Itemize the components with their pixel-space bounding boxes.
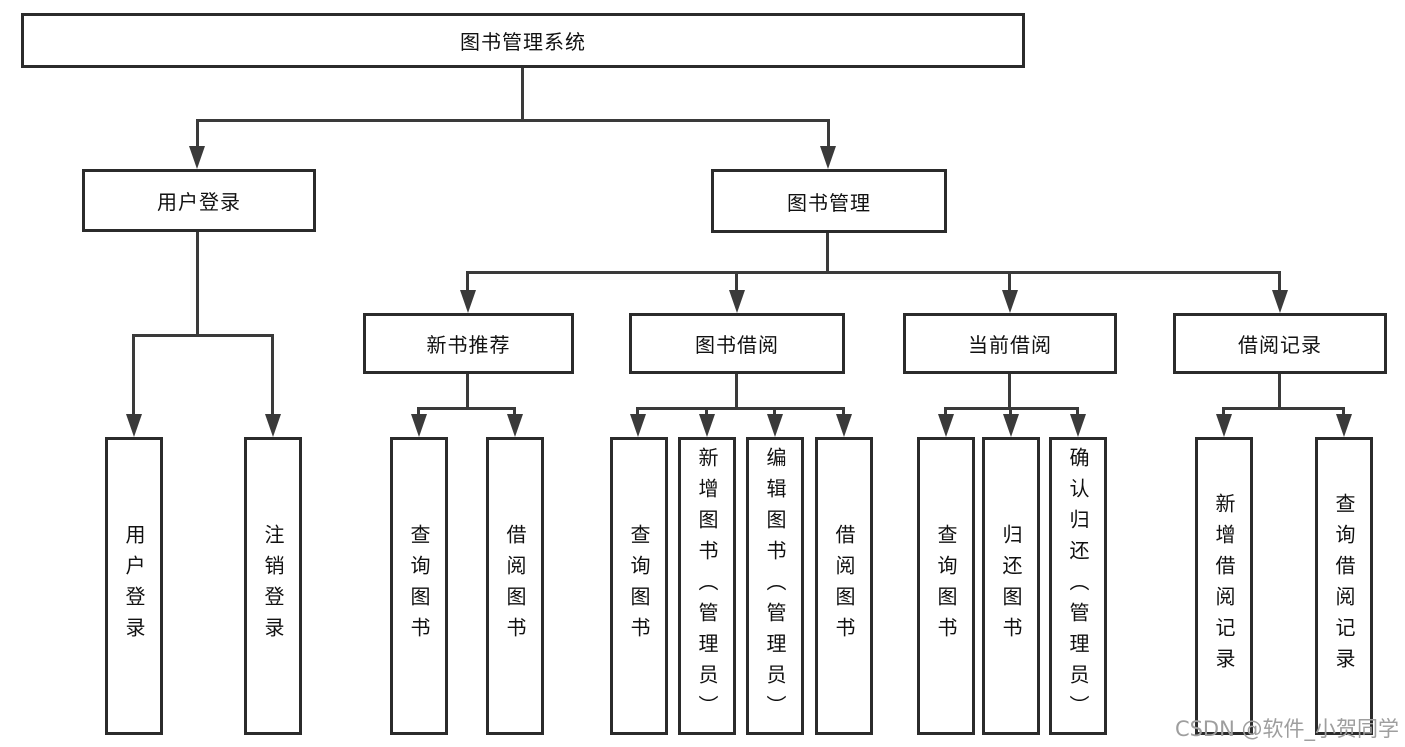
connector-line: [513, 407, 516, 417]
connector-line: [944, 407, 947, 417]
node-user-login: 用户登录: [82, 169, 316, 232]
connector-line: [417, 407, 420, 417]
leaf-cb-return-books-label: 归还图书: [999, 524, 1023, 648]
connector-line: [466, 271, 1281, 274]
node-root-label: 图书管理系统: [460, 30, 586, 54]
connector-line: [1009, 407, 1012, 417]
leaf-br-query-record: 查询借阅记录: [1315, 437, 1373, 735]
leaf-bb-query-books: 查询图书: [610, 437, 668, 735]
leaf-br-add-record-label: 新增借阅记录: [1212, 493, 1236, 679]
node-book-management-label: 图书管理: [787, 190, 871, 215]
connector-line: [466, 372, 469, 410]
arrowhead-down-icon: [507, 414, 523, 437]
leaf-br-query-record-label: 查询借阅记录: [1332, 493, 1356, 679]
connector-line: [826, 231, 829, 274]
leaf-bb-edit-books: 编辑图书（管理员）: [746, 437, 804, 735]
node-current-borrow-label: 当前借阅: [968, 333, 1052, 357]
connector-line: [1342, 407, 1345, 417]
connector-line: [1076, 407, 1079, 417]
leaf-nbr-query-books: 查询图书: [390, 437, 448, 735]
leaf-cb-confirm-return: 确认归还（管理员）: [1049, 437, 1107, 735]
leaf-nbr-query-books-label: 查询图书: [407, 524, 431, 648]
node-book-management: 图书管理: [711, 169, 947, 233]
leaf-bb-add-books-label: 新增图书（管理员）: [695, 446, 719, 726]
connector-line: [196, 230, 199, 336]
connector-line: [735, 271, 738, 293]
arrowhead-down-icon: [1336, 414, 1352, 437]
leaf-bb-borrow-books-label: 借阅图书: [832, 524, 856, 648]
leaf-bb-query-books-label: 查询图书: [627, 524, 651, 648]
connector-line: [1008, 271, 1011, 293]
connector-line: [417, 407, 516, 410]
connector-line: [132, 334, 135, 417]
node-user-login-label: 用户登录: [157, 190, 241, 214]
leaf-bb-edit-books-label: 编辑图书（管理员）: [763, 446, 787, 726]
arrowhead-down-icon: [1003, 414, 1019, 437]
node-current-borrow: 当前借阅: [903, 313, 1117, 374]
leaf-cb-query-books-label: 查询图书: [934, 524, 958, 648]
leaf-cb-return-books: 归还图书: [982, 437, 1040, 735]
leaf-br-add-record: 新增借阅记录: [1195, 437, 1253, 735]
arrowhead-down-icon: [411, 414, 427, 437]
arrowhead-down-icon: [460, 290, 476, 313]
arrowhead-down-icon: [1070, 414, 1086, 437]
connector-line: [271, 334, 274, 417]
connector-line: [636, 407, 639, 417]
arrowhead-down-icon: [1272, 290, 1288, 313]
leaf-logout: 注销登录: [244, 437, 302, 735]
connector-line: [132, 334, 274, 337]
connector-line: [842, 407, 845, 417]
leaf-nbr-borrow-books-label: 借阅图书: [503, 524, 527, 648]
arrowhead-down-icon: [699, 414, 715, 437]
leaf-bb-borrow-books: 借阅图书: [815, 437, 873, 735]
node-borrow-records-label: 借阅记录: [1238, 333, 1322, 357]
connector-line: [636, 407, 845, 410]
leaf-logout-label: 注销登录: [261, 524, 285, 648]
connector-line: [1222, 407, 1225, 417]
connector-line: [196, 119, 830, 122]
connector-line: [521, 66, 524, 121]
arrowhead-down-icon: [1002, 290, 1018, 313]
node-new-book-recommend-label: 新书推荐: [426, 333, 511, 357]
node-borrow-records: 借阅记录: [1173, 313, 1387, 374]
leaf-bb-add-books: 新增图书（管理员）: [678, 437, 736, 735]
arrowhead-down-icon: [938, 414, 954, 437]
connector-line: [1278, 372, 1281, 410]
leaf-user-login-label: 用户登录: [122, 524, 146, 648]
connector-line: [196, 119, 199, 150]
connector-line: [1008, 372, 1011, 410]
node-book-borrow-label: 图书借阅: [695, 333, 779, 357]
arrowhead-down-icon: [729, 290, 745, 313]
connector-line: [705, 407, 708, 417]
arrowhead-down-icon: [836, 414, 852, 437]
node-book-borrow: 图书借阅: [629, 313, 845, 374]
watermark-text: CSDN @软件_小贺同学: [1174, 717, 1399, 741]
connector-line: [466, 271, 469, 293]
leaf-nbr-borrow-books: 借阅图书: [486, 437, 544, 735]
arrowhead-down-icon: [820, 146, 836, 169]
arrowhead-down-icon: [767, 414, 783, 437]
connector-line: [773, 407, 776, 417]
arrowhead-down-icon: [126, 414, 142, 437]
node-root: 图书管理系统: [21, 13, 1025, 68]
arrowhead-down-icon: [189, 146, 205, 169]
leaf-cb-confirm-return-label: 确认归还（管理员）: [1066, 446, 1090, 726]
connector-line: [1222, 407, 1345, 410]
connector-line: [1278, 271, 1281, 293]
leaf-user-login: 用户登录: [105, 437, 163, 735]
connector-line: [735, 372, 738, 410]
connector-line: [827, 119, 830, 150]
arrowhead-down-icon: [1216, 414, 1232, 437]
leaf-cb-query-books: 查询图书: [917, 437, 975, 735]
arrowhead-down-icon: [630, 414, 646, 437]
node-new-book-recommend: 新书推荐: [363, 313, 574, 374]
arrowhead-down-icon: [265, 414, 281, 437]
